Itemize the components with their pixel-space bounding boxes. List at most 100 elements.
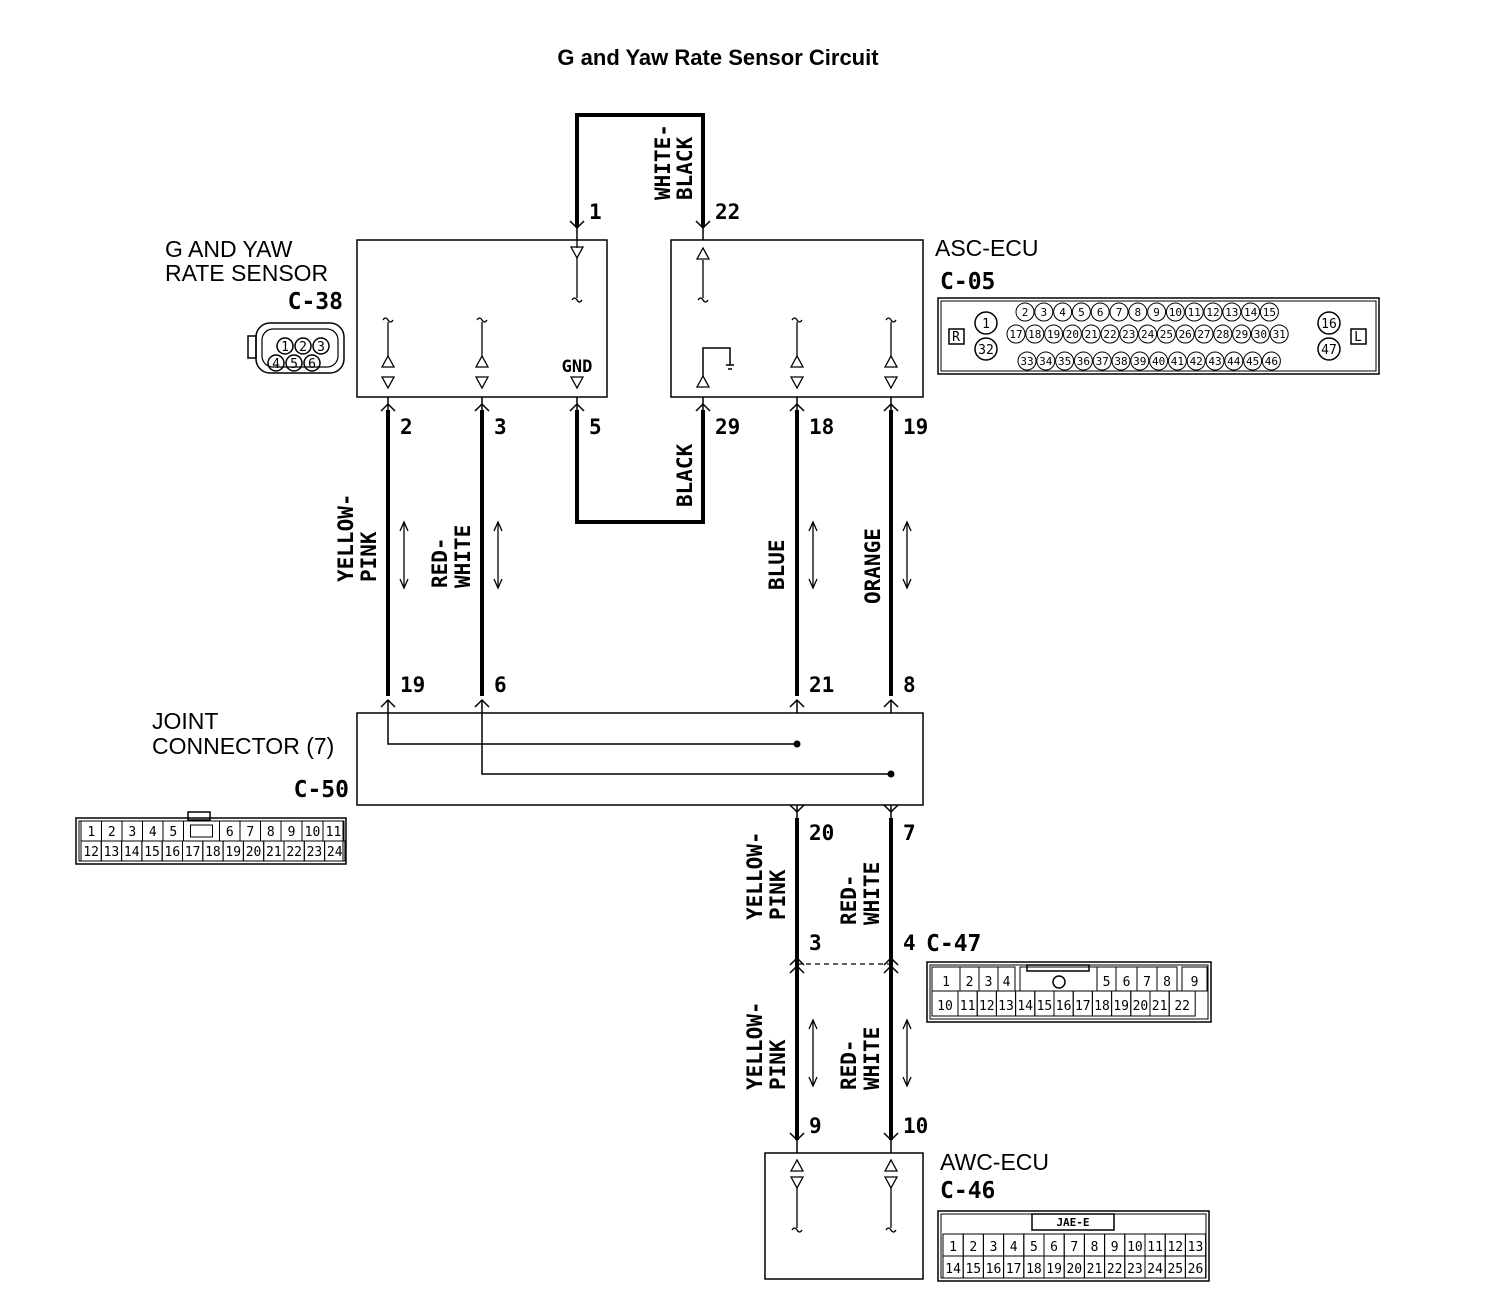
asc-ecu-name: ASC-ECU	[935, 235, 1039, 261]
sensor-connector-face: 1 2 3 4 5 6	[247, 322, 345, 374]
awc-conn-pin: 3	[990, 1240, 998, 1255]
pin-number: 3	[809, 931, 822, 955]
asc-conn-pin-circle	[1036, 351, 1056, 371]
signal-squiggle	[791, 317, 803, 323]
asc-conn-pin-circle	[1053, 302, 1073, 322]
wire-label: RED-	[837, 1039, 861, 1090]
joint-conn-pin: 23	[307, 845, 323, 860]
awc-conn-pin: 12	[1167, 1240, 1183, 1255]
pin-number: 2	[400, 415, 413, 439]
asc-conn-pin: 9	[1153, 306, 1160, 319]
terminal-chevron	[883, 956, 899, 966]
signal-triangle	[789, 1158, 805, 1172]
asc-conn-pin-circle	[1269, 324, 1289, 344]
asc-conn-pin: 18	[1028, 328, 1041, 341]
joint-conn-pin: 15	[144, 845, 160, 860]
asc-conn-pin: 37	[1096, 355, 1109, 368]
arrow-head	[399, 520, 409, 532]
asc-conn-pin: 46	[1265, 355, 1278, 368]
awc-ecu-name: AWC-ECU	[940, 1149, 1049, 1175]
asc-conn-pin-circle	[1138, 324, 1158, 344]
asc-conn-pin: 22	[1103, 328, 1116, 341]
arrow-head	[808, 1076, 818, 1088]
signal-squiggle	[791, 1227, 803, 1233]
asc-conn-pin: 31	[1273, 328, 1286, 341]
asc-conn-pin-circle	[1100, 324, 1120, 344]
joint-name-line1: JOINT	[152, 708, 218, 734]
asc-conn-pin: 1	[982, 317, 990, 332]
asc-conn-pin-circle	[1184, 302, 1204, 322]
c47-conn-pin: 13	[998, 999, 1014, 1014]
signal-triangle	[569, 246, 585, 260]
asc-conn-pin: 25	[1160, 328, 1173, 341]
c47-conn-pin: 3	[985, 975, 993, 990]
asc-conn-pin: 29	[1235, 328, 1248, 341]
wire-black	[575, 410, 705, 524]
pin-number: 19	[400, 673, 425, 697]
asc-conn-pin-circle	[1232, 324, 1252, 344]
asc-conn-pin-circle	[1250, 324, 1270, 344]
joint-conn-cell	[183, 820, 220, 842]
wire-label: YELLOW-	[743, 831, 767, 920]
awc-conn-pin: 26	[1188, 1262, 1204, 1277]
wire-label: PINK	[766, 869, 790, 920]
c47-conn-pin: 17	[1075, 999, 1091, 1014]
awc-conn-pin: 6	[1050, 1240, 1058, 1255]
arrow-head	[493, 520, 503, 532]
awc-conn-pin: 13	[1188, 1240, 1204, 1255]
wire-label: BLUE	[765, 539, 789, 590]
asc-conn-pin-circle	[1015, 302, 1035, 322]
asc-conn-pin-circle	[1205, 351, 1225, 371]
asc-conn-pin-circle	[1025, 324, 1045, 344]
asc-conn-pin-circle	[1149, 351, 1169, 371]
pin-number: 22	[715, 200, 740, 224]
asc-conn-pin: 13	[1225, 306, 1238, 319]
asc-conn-pin-circle	[1073, 351, 1093, 371]
asc-conn-pin: 10	[1169, 306, 1182, 319]
pin-numbers: 1 22 2 3 5 29 18 19 19 6 21 8 20 7 3 4 9…	[400, 200, 928, 1138]
sensor-conn-pin: 2	[299, 340, 307, 355]
signal-triangle	[789, 1176, 805, 1190]
asc-conn-pin: 3	[1040, 306, 1047, 319]
arrow-head	[808, 1018, 818, 1030]
arrow-head	[902, 578, 912, 590]
pin-number: 3	[494, 415, 507, 439]
joint-conn-pin: 21	[266, 845, 282, 860]
wire-label: WHITE	[860, 1027, 884, 1090]
joint-conn-pin: 19	[225, 845, 241, 860]
asc-conn-pin-circle	[1062, 324, 1082, 344]
awc-conn-pin: 16	[986, 1262, 1002, 1277]
awc-ecu-box	[764, 1152, 924, 1280]
asc-conn-pin-circle	[1119, 324, 1139, 344]
wire-color-labels: WHITE- BLACK BLACK YELLOW- PINK RED- WHI…	[334, 124, 885, 1090]
asc-conn-pin-circle	[1224, 351, 1244, 371]
terminal-chevron	[789, 964, 805, 974]
asc-conn-pin-circle	[1194, 324, 1214, 344]
asc-conn-pin-circle	[1092, 351, 1112, 371]
wire-label: BLACK	[673, 136, 697, 200]
signal-squiggle	[885, 317, 897, 323]
c47-conn-pin: 7	[1143, 975, 1151, 990]
sensor-gnd-label: GND	[562, 357, 593, 377]
asc-marker-r: R	[952, 330, 960, 345]
asc-conn-pin: 38	[1114, 355, 1127, 368]
awc-conn-pin: 4	[1010, 1240, 1018, 1255]
signal-squiggle	[697, 297, 709, 303]
pin-number: 19	[903, 415, 928, 439]
asc-conn-pin: 32	[978, 343, 994, 358]
c47-conn-pin: 2	[966, 975, 974, 990]
asc-conn-pin: 14	[1244, 306, 1258, 319]
joint-conn-pin: 20	[246, 845, 262, 860]
pin-number: 6	[494, 673, 507, 697]
arrow-head	[808, 578, 818, 590]
asc-conn-pin: 40	[1152, 355, 1165, 368]
joint-conn-pin: 8	[267, 825, 275, 840]
asc-conn-pin-circle	[1128, 302, 1148, 322]
asc-conn-pin: 42	[1190, 355, 1203, 368]
asc-conn-pin: 15	[1263, 306, 1276, 319]
joint-conn-pin: 16	[165, 845, 181, 860]
pin-number: 20	[809, 821, 834, 845]
